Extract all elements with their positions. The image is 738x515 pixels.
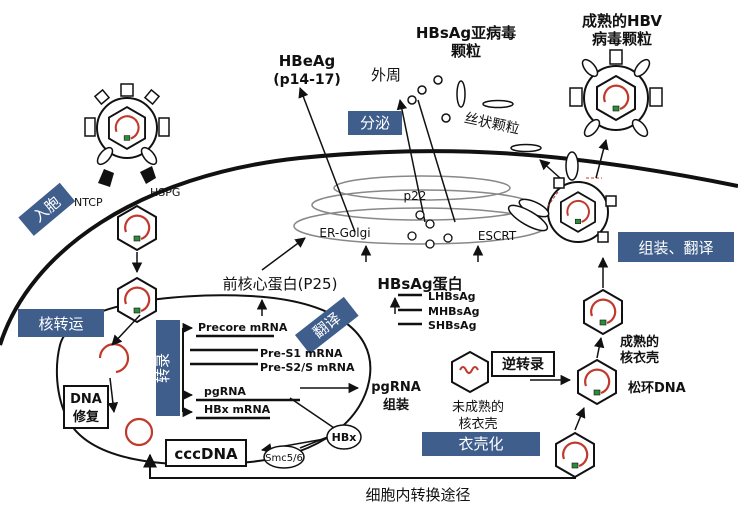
hspg-label: HSPG [150, 186, 180, 199]
mature-capsid [582, 288, 624, 336]
cccdna-circle [124, 417, 154, 447]
reverse-transcription-box: 逆转录 [491, 351, 555, 377]
svg-text:核转运: 核转运 [38, 315, 83, 333]
pres1-mrna-label: Pre-S1 mRNA [260, 347, 343, 360]
er-vesicles [407, 210, 453, 249]
capsid-cytoplasm-1 [116, 204, 158, 252]
escrt-label: ESCRT [478, 229, 517, 243]
svg-text:cccDNA: cccDNA [174, 445, 238, 463]
hbeag-label: HBeAg [279, 52, 336, 70]
dna-repair-box: DNA 修复 [63, 385, 109, 429]
pgrna-label: pgRNA [204, 385, 246, 398]
subviral-particles [407, 75, 542, 153]
capsid-at-nucleus [116, 276, 158, 324]
lhbsag-label: LHBsAg [428, 290, 476, 303]
pgrna-assembly-label-1: pgRNA [371, 380, 421, 395]
hbx-node: HBx [326, 424, 362, 450]
svg-text:HBx: HBx [332, 431, 357, 444]
intracellular-pathway-label: 细胞内转换途径 [365, 486, 470, 504]
precore-mrna-label: Precore mRNA [198, 321, 288, 334]
mature-capsid-label-2: 核衣壳 [620, 350, 659, 366]
mhbsag-label: MHBsAg [428, 305, 479, 318]
svg-text:Smc5/6: Smc5/6 [265, 453, 303, 464]
entry-tag: 入胞 [18, 182, 76, 236]
ntcp-receptor [98, 169, 114, 187]
nuclear-transport-tag: 核转运 [18, 309, 104, 337]
pres2-mrna-label: Pre-S2/S mRNA [260, 361, 355, 374]
svg-text:组装、翻译: 组装、翻译 [638, 239, 713, 257]
hspg-receptor [140, 166, 156, 184]
cccdna-box: cccDNA [165, 439, 247, 467]
precore-protein-label: 前核心蛋白(P25) [223, 275, 338, 293]
mature-hbv-label-2: 病毒颗粒 [592, 30, 652, 48]
immature-capsid [451, 350, 489, 394]
immature-capsid-label-2: 核衣壳 [458, 416, 497, 432]
ntcp-label: NTCP [74, 196, 103, 209]
svg-text:修复: 修复 [72, 409, 100, 425]
pgrna-assembly-label-2: 组装 [383, 397, 409, 413]
svg-text:分泌: 分泌 [360, 114, 390, 132]
mature-hbv-label-1: 成熟的HBV [582, 12, 662, 30]
immature-capsid-label-1: 未成熟的 [452, 399, 504, 415]
svg-text:DNA: DNA [70, 392, 102, 407]
hbeag-sub-label: (p14-17) [273, 72, 341, 88]
er-golgi-label: ER-Golgi [319, 226, 370, 240]
recycling-capsid [554, 431, 596, 479]
svg-text:逆转录: 逆转录 [502, 356, 544, 373]
periphery-label: 外周 [371, 66, 401, 84]
rcdna-label: 松环DNA [628, 380, 686, 396]
budding-virion [518, 151, 617, 243]
envelopment-tag: 衣壳化 [422, 432, 540, 456]
assembly-tag: 组装、翻译 [618, 232, 734, 262]
filament-label: 丝状颗粒 [463, 110, 521, 137]
hbsag-subviral-label-2: 颗粒 [451, 42, 481, 60]
mature-capsid-label-1: 成熟的 [620, 334, 659, 350]
p22-label: p22 [404, 189, 427, 203]
svg-text:转录: 转录 [154, 353, 172, 383]
svg-text:衣壳化: 衣壳化 [458, 435, 503, 453]
hbv-virion-entering [84, 83, 170, 166]
mature-hbv-virion [569, 49, 663, 138]
smc-node: Smc5/6 [263, 445, 305, 469]
cell-membrane [0, 149, 738, 346]
secretion-tag: 分泌 [348, 111, 402, 135]
shbsag-label: SHBsAg [428, 319, 476, 332]
transcription-tag: 转录 [154, 320, 180, 416]
hbsag-protein-label: HBsAg蛋白 [377, 275, 462, 293]
hbsag-subviral-label-1: HBsAg亚病毒 [416, 24, 516, 42]
rcdna-capsid [576, 358, 618, 406]
hbx-mrna-label: HBx mRNA [204, 403, 271, 416]
rcdna-nucleus-1 [98, 343, 130, 374]
